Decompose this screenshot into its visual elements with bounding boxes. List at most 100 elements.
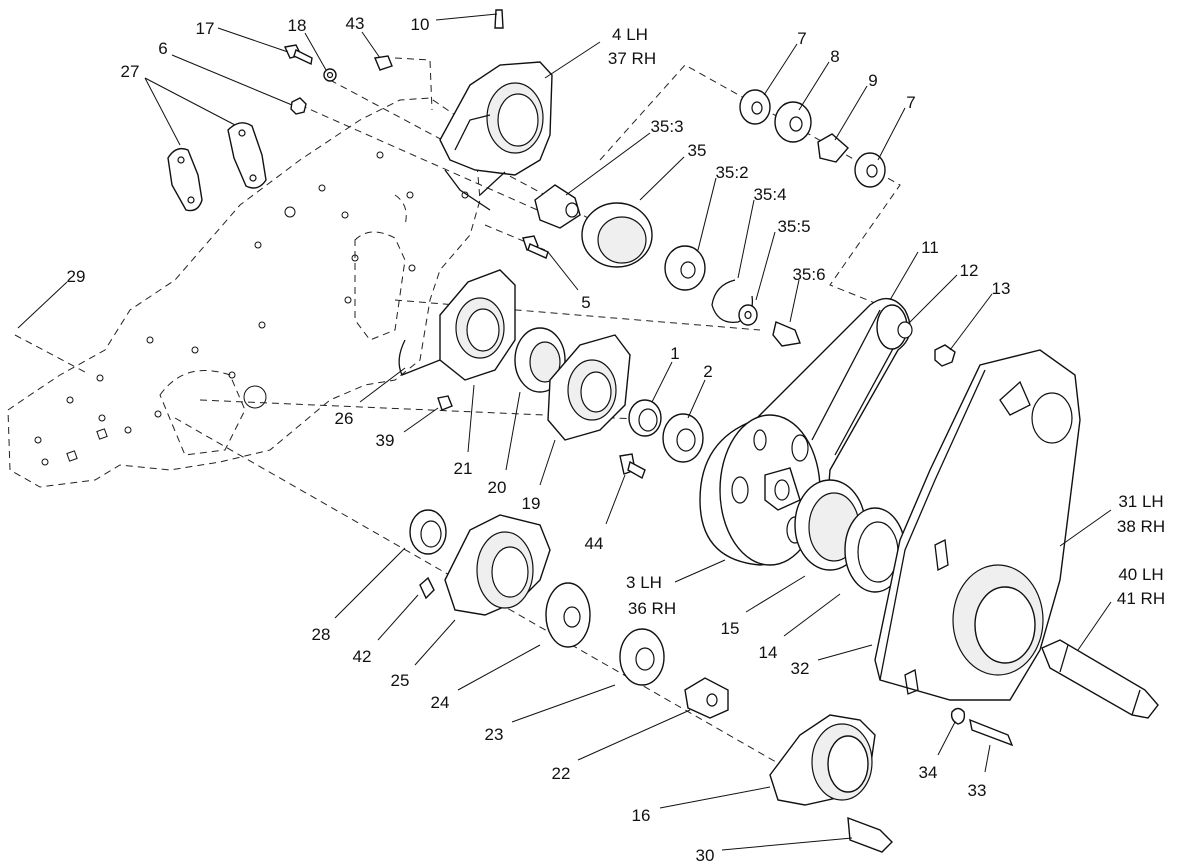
callout-8: 8 — [830, 47, 839, 66]
leader-13 — [949, 293, 993, 351]
callout-38-rh: 38 RH — [1117, 517, 1165, 536]
top-hardware — [283, 9, 504, 115]
callout-26: 26 — [335, 409, 354, 428]
callout-19: 19 — [522, 494, 541, 513]
callout-25: 25 — [391, 671, 410, 690]
leader-10 — [435, 13, 498, 21]
callout-35-4: 35:4 — [753, 185, 786, 204]
callout-leaders — [17, 13, 1112, 851]
callout-40-lh: 40 LH — [1118, 565, 1163, 584]
callout-3-lh: 3 LH — [626, 573, 662, 592]
callout-29: 29 — [67, 267, 86, 286]
leader-21 — [467, 384, 475, 453]
leader-20 — [505, 391, 521, 471]
leader-35-3 — [565, 132, 651, 196]
pulley-assembly — [522, 184, 801, 347]
leader-3lh — [674, 559, 726, 583]
leader-22 — [577, 709, 691, 761]
leader-7a — [763, 43, 798, 96]
callout-43: 43 — [346, 14, 365, 33]
callout-24: 24 — [431, 693, 450, 712]
flange-bearings — [398, 269, 646, 480]
callout-36-rh: 36 RH — [628, 599, 676, 618]
leader-1 — [651, 361, 673, 403]
callout-42: 42 — [353, 647, 372, 666]
leader-11 — [889, 251, 919, 301]
callout-37-rh: 37 RH — [608, 49, 656, 68]
frame-plate — [7, 97, 481, 488]
leader-12 — [909, 274, 958, 323]
callout-5: 5 — [581, 293, 590, 312]
leader-40lh — [1077, 601, 1112, 651]
spacers-1-2 — [628, 399, 704, 463]
callout-14: 14 — [759, 643, 778, 662]
leader-31lh — [1059, 509, 1112, 547]
callout-35-6: 35:6 — [792, 265, 825, 284]
callout-27: 27 — [121, 62, 140, 81]
leader-19 — [539, 439, 556, 486]
leader-26 — [359, 367, 406, 403]
callout-6: 6 — [158, 39, 167, 58]
callout-18: 18 — [288, 16, 307, 35]
callout-11: 11 — [921, 238, 939, 257]
callout-41-rh: 41 RH — [1117, 589, 1165, 608]
callout-34: 34 — [919, 763, 938, 782]
cover — [874, 349, 1081, 747]
leader-9 — [834, 85, 868, 141]
leader-25 — [414, 619, 456, 666]
leader-24 — [457, 644, 541, 691]
leader-27b — [144, 77, 236, 126]
callout-12: 12 — [960, 261, 979, 280]
callout-labels: 17 18 43 10 4 LH 37 RH 6 27 7 8 9 7 35:3… — [67, 14, 1166, 865]
callout-9: 9 — [868, 71, 877, 90]
leader-32 — [817, 644, 873, 661]
callout-39: 39 — [376, 431, 395, 450]
leader-35-5 — [755, 231, 776, 301]
callout-32: 32 — [791, 659, 810, 678]
spacer-stack — [739, 89, 886, 188]
callout-7b: 7 — [906, 93, 915, 112]
leader-7b — [877, 107, 906, 161]
callout-30: 30 — [696, 846, 715, 865]
leader-15 — [745, 575, 806, 613]
leader-23 — [511, 684, 616, 723]
leader-30 — [721, 837, 853, 851]
callout-7a: 7 — [797, 29, 806, 48]
callout-10: 10 — [411, 15, 430, 34]
leader-35-4 — [737, 199, 755, 279]
callout-35-3: 35:3 — [650, 117, 683, 136]
leader-4lh — [544, 41, 601, 79]
leader-18 — [304, 32, 327, 71]
leader-5 — [547, 251, 579, 291]
leader-6 — [171, 54, 293, 106]
callout-28: 28 — [312, 625, 331, 644]
leader-43 — [361, 31, 381, 59]
leader-8 — [798, 61, 830, 111]
leader-29 — [17, 281, 68, 329]
callout-2: 2 — [703, 362, 712, 381]
leader-27a — [144, 77, 181, 146]
bearing-plate — [439, 61, 553, 211]
callout-23: 23 — [485, 725, 504, 744]
clamp-halves — [167, 122, 267, 212]
leader-2 — [687, 379, 706, 419]
callout-22: 22 — [552, 764, 571, 783]
callout-35-5: 35:5 — [777, 217, 810, 236]
leader-35-6 — [789, 279, 800, 323]
callout-1: 1 — [670, 344, 679, 363]
callout-33: 33 — [968, 781, 987, 800]
callout-44: 44 — [585, 534, 604, 553]
leader-14 — [783, 593, 841, 637]
leader-44 — [605, 474, 626, 525]
leader-16 — [659, 786, 771, 809]
seals — [794, 479, 906, 593]
callout-21: 21 — [454, 459, 473, 478]
callout-31-lh: 31 LH — [1118, 492, 1163, 511]
callout-4-lh: 4 LH — [612, 25, 648, 44]
leader-34 — [937, 721, 956, 756]
callout-15: 15 — [721, 619, 740, 638]
leader-28 — [334, 547, 406, 619]
leader-35 — [639, 156, 685, 201]
leader-35-2 — [697, 177, 717, 251]
leader-33 — [984, 744, 991, 773]
